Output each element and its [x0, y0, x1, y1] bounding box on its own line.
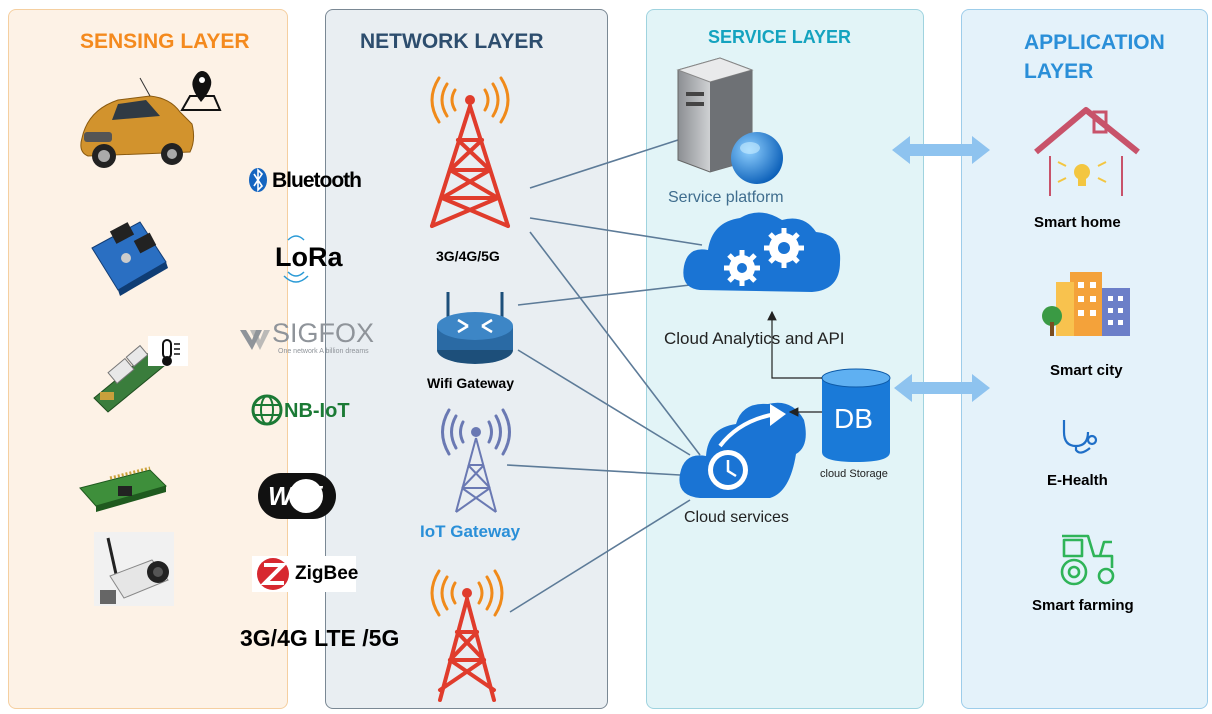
wifi-gateway-label: Wifi Gateway	[427, 375, 515, 391]
car-icon	[80, 77, 195, 168]
cell-tower-icon	[430, 76, 510, 228]
sigfox-label: SIGFOX	[272, 318, 375, 348]
lora-signal-icon	[283, 235, 309, 283]
zigbee-label: ZigBee	[295, 563, 359, 584]
service-platform-label: Service platform	[668, 189, 784, 206]
cellular-protocol-label: 3G/4G LTE /5G	[240, 625, 400, 651]
smart-home-label: Smart home	[1034, 214, 1121, 231]
cloud-services-icon	[679, 402, 806, 498]
iot-gateway-tower-icon	[441, 408, 511, 513]
thermometer-icon	[148, 336, 188, 366]
smart-city-label: Smart city	[1050, 362, 1123, 379]
bluetooth-label: Bluetooth	[272, 169, 362, 192]
cloud-analytics-icon	[683, 212, 841, 292]
cloud-analytics-label: Cloud Analytics and API	[664, 329, 845, 348]
sigfox-logo-icon	[240, 330, 270, 350]
lora-label: LoRa	[275, 242, 343, 272]
tower-label: 3G/4G/5G	[436, 248, 500, 264]
database-icon	[821, 368, 891, 462]
smart-home-icon	[1034, 107, 1140, 196]
globe-icon	[731, 132, 783, 184]
dev-board-icon	[79, 466, 167, 512]
security-camera-icon	[94, 532, 174, 606]
stethoscope-icon	[1062, 420, 1098, 454]
tractor-icon	[1060, 534, 1115, 586]
nb-iot-label: NB-IoT	[284, 400, 350, 422]
service-layer-title: SERVICE LAYER	[708, 27, 852, 47]
iot-gateway-label: IoT Gateway	[420, 522, 521, 541]
wifi-label: WiFi	[268, 481, 323, 511]
cloud-storage-label: cloud Storage	[820, 468, 888, 480]
db-app-arrow	[894, 374, 990, 402]
network-layer-title: NETWORK LAYER	[360, 30, 544, 53]
nb-iot-globe-icon	[251, 394, 283, 426]
smart-farming-label: Smart farming	[1032, 597, 1134, 614]
smart-city-icon	[1042, 272, 1130, 336]
application-layer-title: APPLICATION LAYER	[1024, 31, 1165, 83]
sensor-board-icon	[91, 221, 168, 296]
service-app-arrow-top	[892, 136, 990, 164]
application-layer-panel	[961, 9, 1208, 709]
zigbee-logo-icon	[252, 556, 356, 592]
db-label: DB	[834, 403, 873, 434]
db-links	[767, 310, 822, 417]
sensing-layer-title: SENSING LAYER	[80, 30, 250, 53]
connection-lines	[506, 139, 703, 613]
bluetooth-logo-icon	[249, 168, 267, 192]
wifi-logo-icon	[258, 473, 336, 519]
location-pin-icon	[180, 71, 222, 111]
wifi-router-icon	[437, 292, 513, 364]
cell-tower-bottom-icon	[430, 569, 504, 702]
sigfox-tagline: One network A billion dreams	[278, 348, 369, 355]
cloud-services-label: Cloud services	[684, 509, 789, 526]
e-health-label: E-Health	[1047, 472, 1108, 489]
